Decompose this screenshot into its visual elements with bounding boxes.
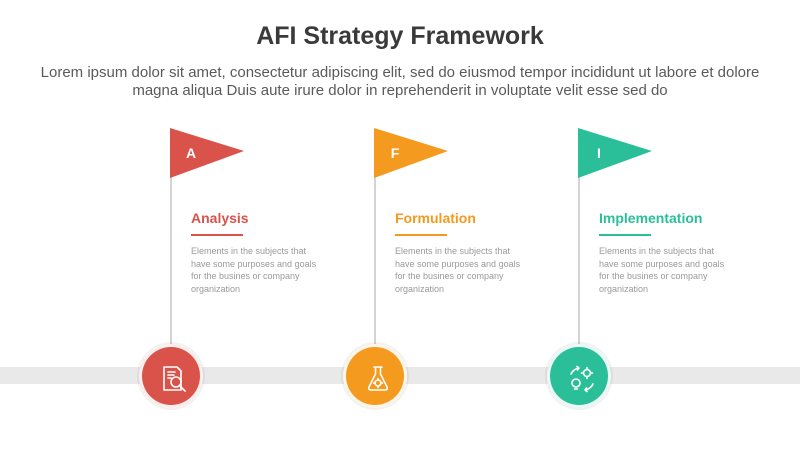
- flag-letter: F: [390, 145, 400, 161]
- flask-gear-icon: [367, 366, 389, 391]
- flag-shape: [374, 128, 448, 178]
- page-title: AFI Strategy Framework: [256, 22, 544, 50]
- step-description: Elements in the subjects that have some …: [395, 246, 521, 294]
- flag-shape: [578, 128, 652, 178]
- step-underline: [599, 234, 651, 236]
- implementation-step-circle: [547, 344, 611, 408]
- gear-bulb-cycle-icon: [570, 365, 594, 393]
- step-underline: [395, 234, 447, 236]
- analysis-step-circle: [139, 344, 203, 408]
- flag-shape: [170, 128, 244, 178]
- flag-pole-formulation: [374, 130, 376, 345]
- document-magnifier-icon: [163, 366, 186, 392]
- page-subtitle: Lorem ipsum dolor sit amet, consectetur …: [40, 64, 760, 99]
- flag-analysis: A: [170, 128, 246, 178]
- formulation-step-circle: [343, 344, 407, 408]
- flag-letter: I: [597, 145, 601, 161]
- flag-implementation: I: [578, 128, 654, 178]
- flag-pole-analysis: [170, 130, 172, 345]
- step-description: Elements in the subjects that have some …: [599, 246, 725, 294]
- step-title-analysis: Analysis: [191, 210, 249, 226]
- flag-letter: A: [185, 145, 197, 161]
- step-underline: [191, 234, 243, 236]
- flag-pole-implementation: [578, 130, 580, 345]
- step-title-formulation: Formulation: [395, 210, 476, 226]
- step-title-implementation: Implementation: [599, 210, 703, 226]
- flag-formulation: F: [374, 128, 450, 178]
- step-description: Elements in the subjects that have some …: [191, 246, 317, 294]
